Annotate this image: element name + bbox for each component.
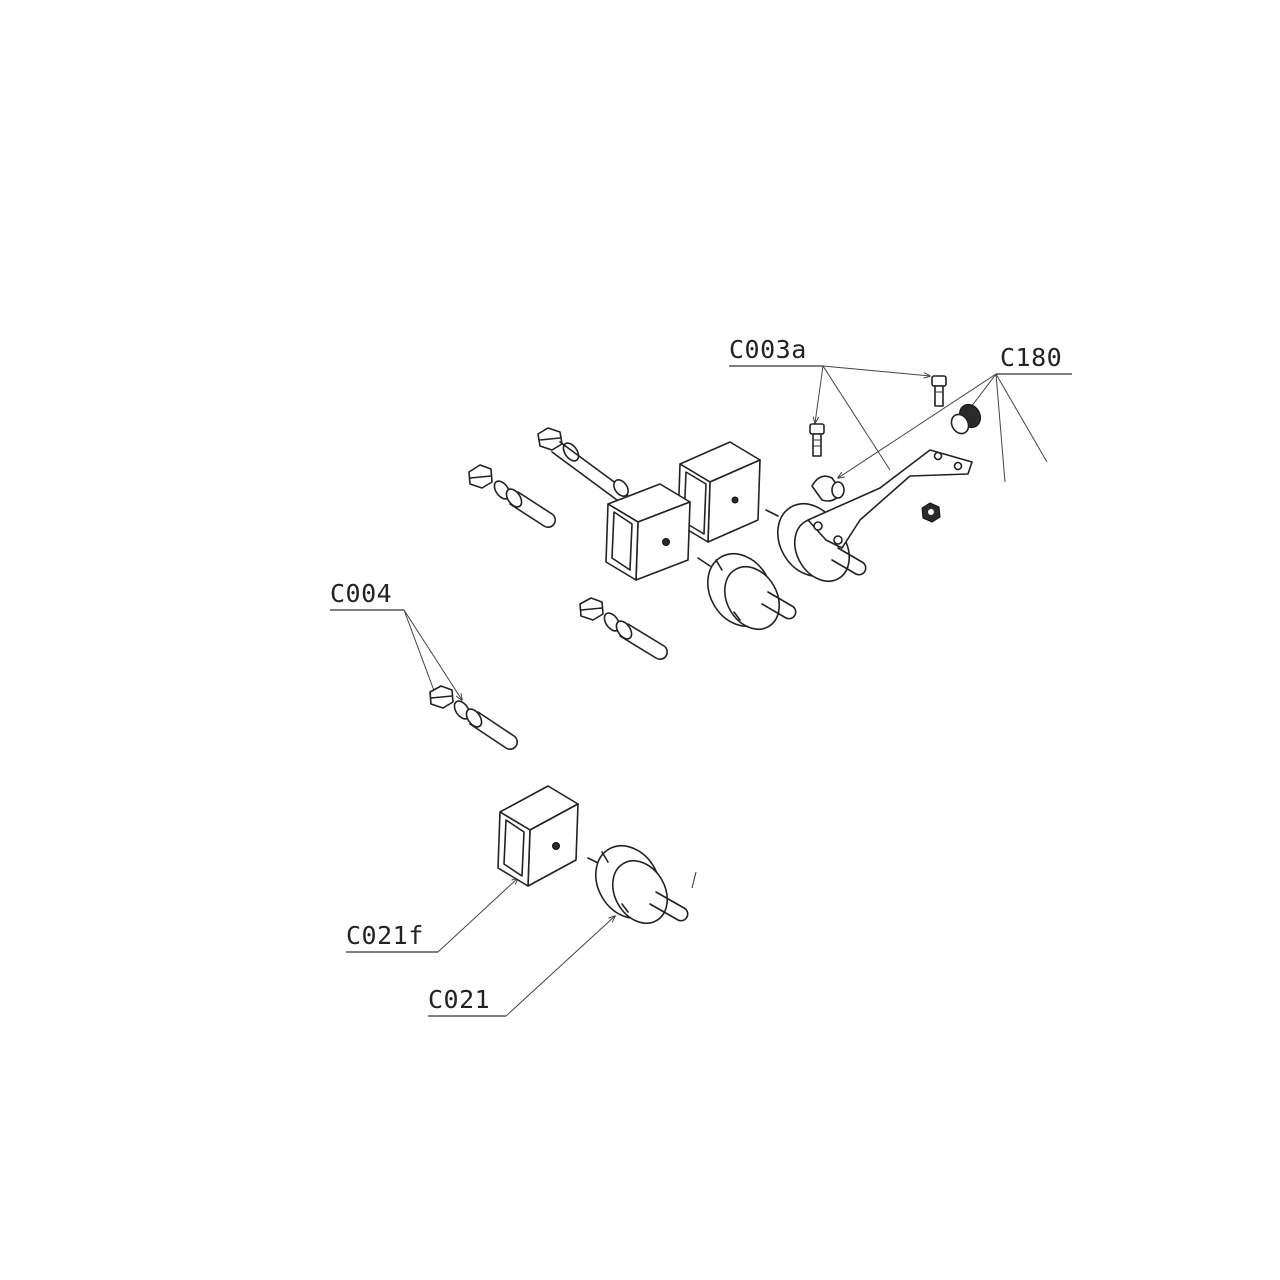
callout-c180: C180 <box>838 343 1072 483</box>
washer-stack <box>950 403 982 435</box>
rubber-mount-c021 <box>587 845 697 924</box>
leader-line <box>838 373 997 478</box>
square-bracket-c021f <box>497 785 579 887</box>
callout-c021: C021 <box>428 916 615 1017</box>
screw-right <box>931 375 947 407</box>
callout-label-c021: C021 <box>428 985 490 1014</box>
screw-left <box>809 423 825 457</box>
clamp <box>811 475 845 502</box>
callout-label-c180: C180 <box>1000 343 1062 372</box>
callout-c004: C004 <box>330 579 462 700</box>
square-bracket-back <box>677 441 761 543</box>
leader-line <box>815 365 824 423</box>
callout-label-c004: C004 <box>330 579 392 608</box>
callout-label-c021f: C021f <box>346 921 424 950</box>
leader-line <box>995 373 1006 483</box>
bolt-middle <box>579 597 668 661</box>
leader-line <box>505 916 615 1017</box>
nut <box>921 502 941 523</box>
leader-line <box>822 365 891 471</box>
callout-c021f: C021f <box>346 878 518 953</box>
rubber-mount-middle <box>697 553 797 630</box>
leader-line <box>822 365 930 376</box>
leader-line <box>437 878 518 953</box>
bolt-top <box>537 427 629 503</box>
leader-line <box>403 609 462 700</box>
leader-line <box>995 373 1048 463</box>
square-bracket-front <box>605 483 691 581</box>
arm-bracket <box>807 449 973 549</box>
callout-label-c003a: C003a <box>729 335 807 364</box>
bolt-left-upper <box>468 464 556 529</box>
bolt-c004 <box>429 685 518 751</box>
leader-line <box>403 609 436 696</box>
callout-c003a: C003a <box>729 335 930 471</box>
